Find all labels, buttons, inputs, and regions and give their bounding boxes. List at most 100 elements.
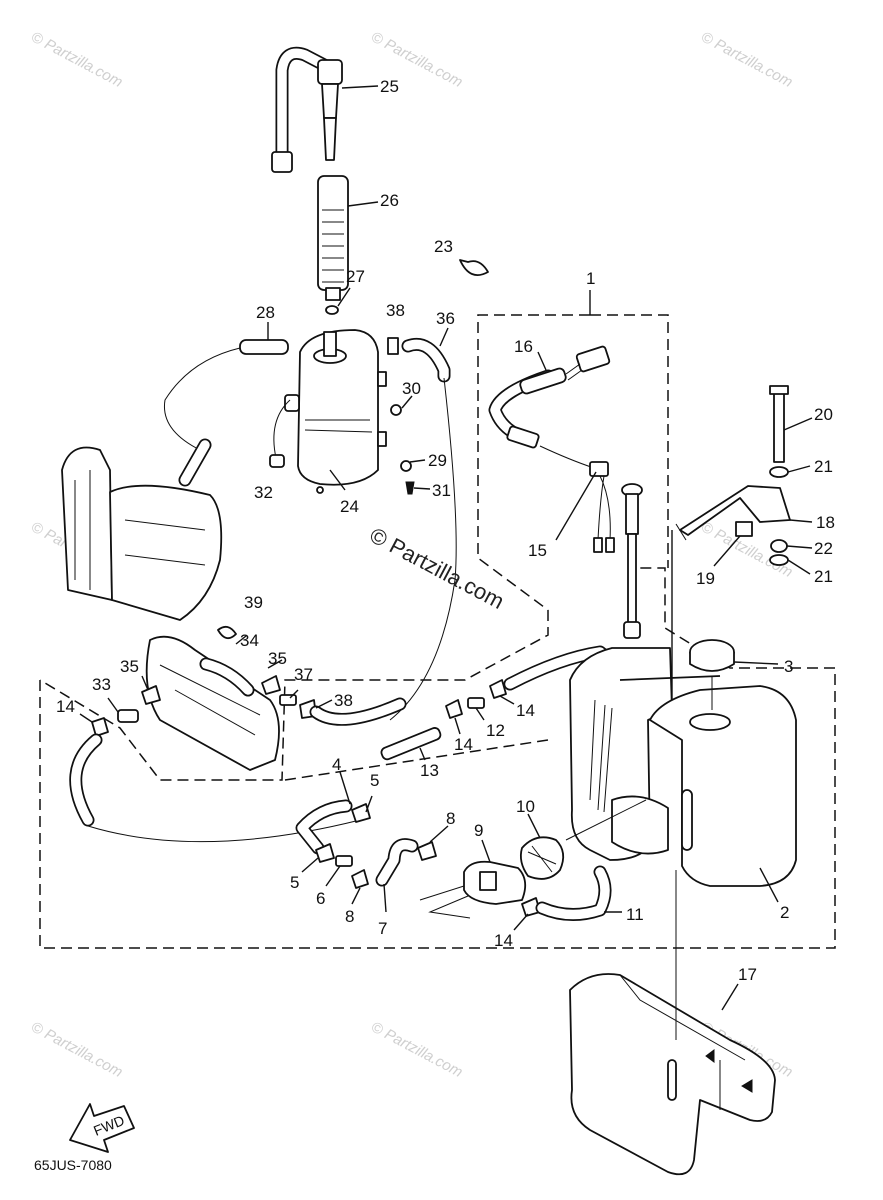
leader-39 — [235, 635, 247, 645]
leader-16 — [537, 351, 547, 371]
part-19-pad — [735, 521, 753, 537]
part-5-clip-lower — [315, 843, 335, 863]
assembly-outline-sender — [477, 314, 669, 611]
callout-23: 23 — [434, 237, 453, 256]
leader-20 — [783, 417, 813, 431]
fwd-arrow-icon: FWD — [69, 1103, 135, 1153]
part-14-clip-mid — [445, 699, 463, 719]
callout-37: 37 — [294, 665, 313, 684]
diagram-code: 65JUS-7080 — [34, 1157, 112, 1173]
leader-8-lower — [351, 887, 361, 905]
part-23-clip — [459, 259, 489, 276]
part-30-fitting — [390, 404, 402, 416]
callout-1: 1 — [586, 269, 595, 288]
part-38-hose — [309, 697, 407, 726]
leader-14-left — [79, 713, 93, 723]
leader-31 — [413, 487, 431, 490]
part-2-oil-tank — [569, 647, 797, 887]
callout-21-bottom: 21 — [814, 567, 833, 586]
leader-19 — [713, 535, 741, 567]
callout-14-left: 14 — [56, 697, 75, 716]
part-35-clip-right — [261, 675, 281, 695]
part-26-oil-strainer — [317, 175, 349, 301]
part-32-switch — [269, 399, 291, 468]
callout-32: 32 — [254, 483, 273, 502]
callout-16: 16 — [514, 337, 533, 356]
leader-30 — [401, 395, 413, 409]
part-14-clip-left — [91, 717, 109, 737]
part-6-joint — [335, 855, 353, 867]
leader-36 — [439, 327, 449, 347]
part-10-pump-cap — [519, 836, 565, 880]
part-17-tank-bracket — [569, 973, 776, 1176]
leader-13 — [419, 747, 426, 761]
callout-10: 10 — [516, 797, 535, 816]
callout-20: 20 — [814, 405, 833, 424]
leader-10 — [527, 813, 541, 839]
callout-8-lower: 8 — [345, 907, 354, 926]
part-8-clip-upper — [417, 841, 437, 861]
left-return-hose — [69, 733, 361, 843]
part-33-joint — [117, 709, 139, 723]
callout-7: 7 — [378, 919, 387, 938]
tile-watermark: © Partzilla.com — [368, 1019, 465, 1081]
part-9-oil-pump — [419, 860, 527, 919]
callout-labels: 1 2 3 4 5 5 6 7 8 8 9 10 11 12 13 14 14 … — [56, 77, 835, 984]
callout-39: 39 — [244, 593, 263, 612]
leader-29 — [409, 459, 426, 463]
callout-34: 34 — [240, 631, 259, 650]
part-34-hose — [199, 657, 255, 697]
part-24-oil-reservoir — [284, 329, 387, 494]
part-13-hose — [380, 727, 442, 761]
part-18-bracket — [675, 485, 791, 541]
callout-27: 27 — [346, 267, 365, 286]
leader-5-upper — [365, 795, 373, 813]
leader-24 — [329, 469, 346, 491]
callout-29: 29 — [428, 451, 447, 470]
leader-4 — [339, 771, 351, 805]
callout-14-upper: 14 — [516, 701, 535, 720]
tile-watermark: © Partzilla.com — [28, 1019, 125, 1081]
leader-3 — [733, 661, 779, 665]
leader-2 — [759, 867, 779, 903]
callout-30: 30 — [402, 379, 421, 398]
part-22-nut — [770, 539, 788, 553]
part-29-grommet — [400, 460, 412, 472]
part-15-level-sender — [539, 445, 643, 675]
callout-18: 18 — [816, 513, 835, 532]
part-37-joint — [279, 694, 297, 706]
callout-11: 11 — [626, 905, 644, 924]
callout-36: 36 — [436, 309, 455, 328]
leader-17 — [721, 983, 739, 1011]
tile-watermark: © Partzilla.com — [698, 29, 795, 91]
leader-9 — [481, 839, 491, 863]
part-12-joint — [467, 697, 485, 709]
callout-8-upper: 8 — [446, 809, 455, 828]
leader-12 — [475, 707, 485, 721]
part-4-hose — [295, 799, 353, 855]
leader-35-left — [141, 675, 149, 691]
part-31-bolt — [405, 481, 415, 495]
part-3-filler-cap — [689, 639, 735, 672]
callout-25: 25 — [380, 77, 399, 96]
leader-37 — [289, 689, 299, 699]
callout-22: 22 — [814, 539, 833, 558]
callout-24: 24 — [340, 497, 359, 516]
callout-38-lower: 38 — [334, 691, 353, 710]
part-39-clip — [217, 625, 237, 640]
callout-9: 9 — [474, 821, 483, 840]
engine-cowling — [61, 446, 280, 771]
part-21-washer-top — [769, 466, 789, 478]
callout-28: 28 — [256, 303, 275, 322]
callout-5-upper: 5 — [370, 771, 379, 790]
callout-35-left: 35 — [120, 657, 139, 676]
leader-15 — [555, 471, 597, 541]
part-21-washer-bottom — [769, 554, 789, 566]
part-16-harness — [488, 345, 611, 449]
leader-35-right — [267, 659, 283, 669]
callout-6: 6 — [316, 889, 325, 908]
leader-38-lower — [315, 699, 333, 709]
part-25-oil-level-sensor — [271, 46, 343, 173]
leader-7 — [383, 883, 387, 913]
